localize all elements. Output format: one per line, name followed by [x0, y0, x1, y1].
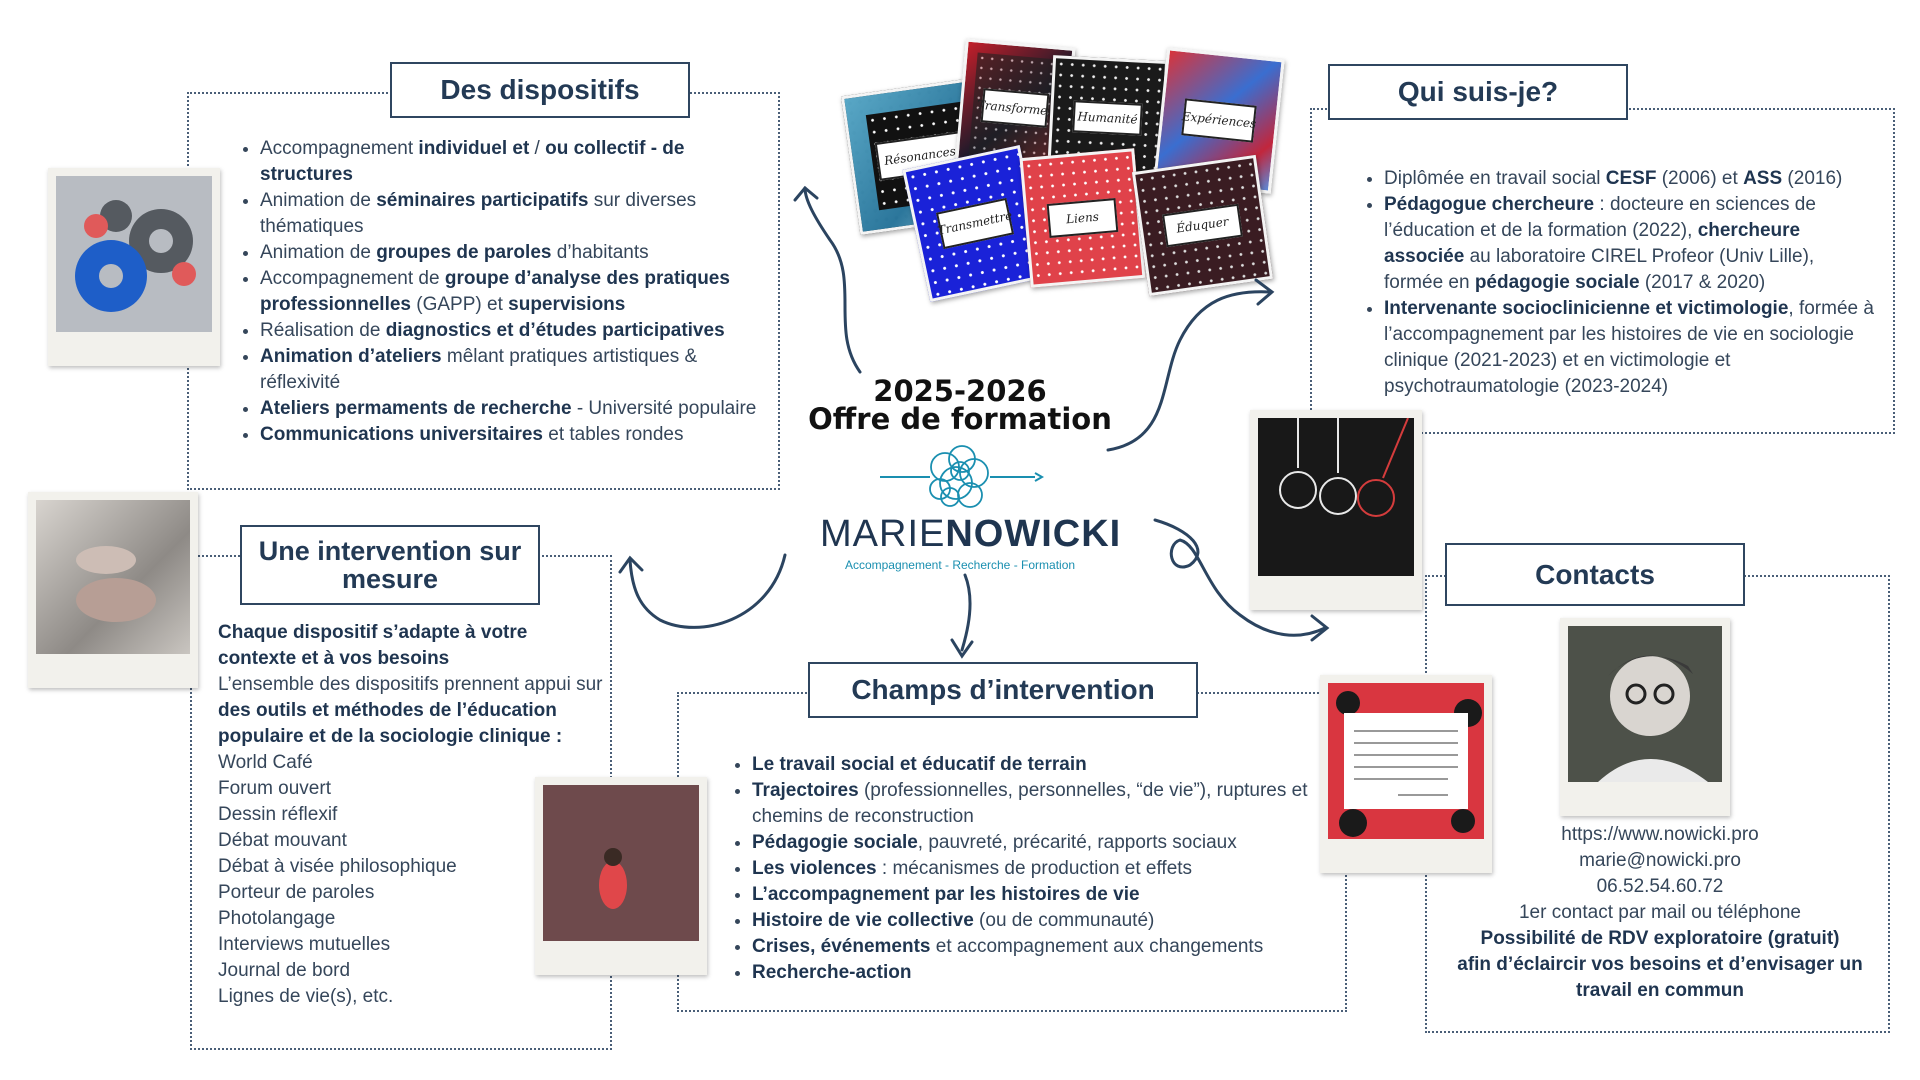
mesure-lead: Chaque dispositif s’adapte à votre conte… — [218, 622, 528, 669]
champs-list: Le travail social et éducatif de terrain… — [730, 752, 1330, 986]
website-link[interactable]: https://www.nowicki.pro — [1561, 824, 1759, 845]
list-item: Accompagnement individuel et / ou collec… — [260, 136, 758, 188]
polaroid-quote — [1320, 675, 1492, 873]
email-link[interactable]: marie@nowicki.pro — [1579, 850, 1741, 871]
polaroid-hands — [28, 492, 198, 688]
list-item: Accompagnement de groupe d’analyse des p… — [260, 266, 758, 318]
mesure-intro: L’ensemble des dispositifs prennent appu… — [218, 674, 603, 747]
list-item: Les violences : mécanismes de production… — [752, 856, 1330, 882]
list-item: Pédagogie sociale, pauvreté, précarité, … — [752, 830, 1330, 856]
list-item: Ateliers permaments de recherche - Unive… — [260, 396, 758, 422]
method-item: Forum ouvert — [218, 778, 331, 799]
method-item: Débat mouvant — [218, 830, 347, 851]
polaroid-tree — [535, 777, 707, 975]
list-item: Crises, événements et accompagnement aux… — [752, 934, 1330, 960]
method-item: Dessin réflexif — [218, 804, 338, 825]
list-item: Animation de séminaires participatifs su… — [260, 188, 758, 240]
dispositifs-title: Des dispositifs — [390, 62, 690, 118]
rdv-detail: afin d’éclaircir vos besoins et d’envisa… — [1457, 954, 1863, 1001]
brand-name: MARIENOWICKI — [820, 513, 1120, 556]
lightbulbs-photo — [1258, 418, 1414, 576]
method-item: Porteur de paroles — [218, 882, 375, 903]
list-item: Le travail social et éducatif de terrain — [752, 752, 1330, 778]
contact-note: 1er contact par mail ou téléphone — [1518, 902, 1801, 923]
list-item: Trajectoires (professionnelles, personne… — [752, 778, 1330, 830]
contacts-title: Contacts — [1445, 543, 1745, 606]
quote-card-photo — [1328, 683, 1484, 839]
dispositifs-list: Accompagnement individuel et / ou collec… — [238, 136, 758, 448]
phone-number[interactable]: 06.52.54.60.72 — [1596, 876, 1724, 897]
center-title: Offre de formation — [808, 402, 1112, 436]
contacts-info: https://www.nowicki.pro marie@nowicki.pr… — [1455, 822, 1865, 1004]
list-item: Animation d’ateliers mêlant pratiques ar… — [260, 344, 758, 396]
list-item: Animation de groupes de paroles d’habita… — [260, 240, 758, 266]
qui-title: Qui suis-je? — [1328, 64, 1628, 120]
gears-photo — [56, 176, 212, 332]
list-item: Diplômée en travail social CESF (2006) e… — [1384, 166, 1877, 192]
hands-clay-photo — [76, 546, 156, 622]
mesure-text: Chaque dispositif s’adapte à votre conte… — [218, 620, 603, 1010]
list-item: Communications universitaires et tables … — [260, 422, 758, 448]
method-item: Photolangage — [218, 908, 336, 929]
list-item: Pédagogue chercheure : docteure en scien… — [1384, 192, 1877, 296]
method-item: Interviews mutuelles — [218, 934, 391, 955]
tree-hug-photo — [543, 785, 699, 941]
arrow-to-dispositifs — [803, 186, 862, 374]
list-item: Réalisation de diagnostics et d’études p… — [260, 318, 758, 344]
method-item: Lignes de vie(s), etc. — [218, 986, 394, 1007]
polaroid-gears — [48, 168, 220, 366]
arrow-to-mesure — [628, 553, 787, 629]
polaroid-portrait — [1560, 618, 1730, 816]
polaroid-bulbs — [1250, 410, 1422, 610]
method-item: World Café — [218, 752, 313, 773]
brand-first: MARIE — [820, 513, 946, 555]
center-year: 2025-2026 — [873, 374, 1047, 408]
mesure-title: Une intervention sur mesure — [240, 525, 540, 605]
list-item: Intervenante socioclinicienne et victimo… — [1384, 296, 1877, 400]
qui-list: Diplômée en travail social CESF (2006) e… — [1362, 166, 1877, 400]
rdv-line: Possibilité de RDV exploratoire (gratuit… — [1480, 928, 1840, 949]
portrait-photo — [1568, 626, 1722, 782]
champs-title: Champs d’intervention — [808, 662, 1198, 718]
list-item: L’accompagnement par les histoires de vi… — [752, 882, 1330, 908]
brand-last: NOWICKI — [945, 513, 1122, 555]
list-item: Histoire de vie collective (ou de commun… — [752, 908, 1330, 934]
method-item: Débat à visée philosophique — [218, 856, 457, 877]
arrow-to-champs — [960, 573, 972, 652]
brand-tagline: Accompagnement - Recherche - Formation — [844, 558, 1076, 572]
scribble-logo-icon — [880, 445, 1045, 508]
list-item: Recherche-action — [752, 960, 1330, 986]
arrow-to-contacts — [1153, 518, 1327, 637]
arrow-to-qui — [1106, 290, 1272, 452]
method-item: Journal de bord — [218, 960, 351, 981]
